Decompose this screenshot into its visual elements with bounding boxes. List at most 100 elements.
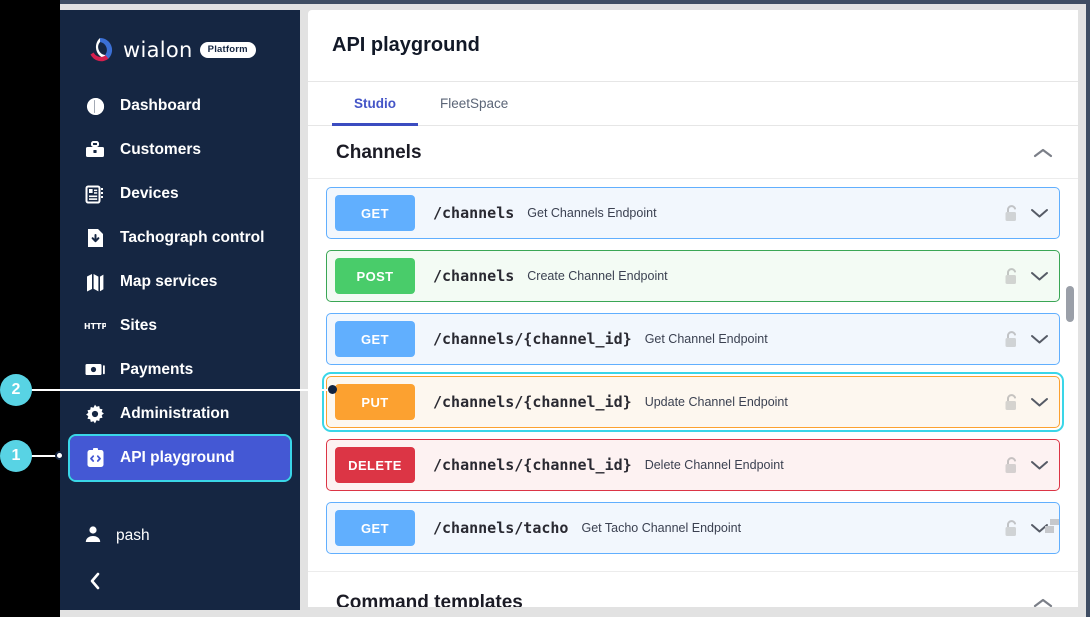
section-header-command-templates[interactable]: Command templates bbox=[308, 571, 1078, 607]
operation-summary: Delete Channel Endpoint bbox=[644, 458, 784, 472]
method-badge: PUT bbox=[335, 384, 415, 420]
unlocked-padlock-icon[interactable] bbox=[1003, 519, 1020, 538]
unlocked-padlock-icon[interactable] bbox=[1003, 393, 1020, 412]
sidebar-user-label: pash bbox=[116, 527, 150, 544]
tab-label: FleetSpace bbox=[440, 96, 509, 111]
sidebar-item-api-playground[interactable]: API playground bbox=[68, 434, 292, 482]
chevron-down-icon[interactable] bbox=[1028, 328, 1050, 350]
chevron-left-icon bbox=[90, 572, 100, 590]
sidebar-item-tachograph-control[interactable]: Tachograph control bbox=[70, 216, 290, 260]
app-logo[interactable]: wialon Platform bbox=[60, 10, 300, 72]
operation-summary: Get Tacho Channel Endpoint bbox=[581, 521, 742, 535]
chevron-down-icon[interactable] bbox=[1028, 202, 1050, 224]
sidebar-nav: Dashboard Customers Devices Tachograph c… bbox=[60, 84, 300, 592]
banknote-icon bbox=[84, 359, 106, 381]
sidebar-item-label: Tachograph control bbox=[120, 229, 265, 246]
operation-path: /channels/{channel_id} bbox=[433, 456, 632, 474]
main-panel: API playground Studio FleetSpace Channel… bbox=[308, 10, 1078, 607]
chevron-up-icon[interactable] bbox=[1030, 140, 1056, 166]
operations-list: GET /channels Get Channels Endpoint POST bbox=[308, 179, 1078, 571]
method-badge: GET bbox=[335, 195, 415, 231]
sidebar-item-label: API playground bbox=[120, 449, 235, 466]
operation-path: /channels/{channel_id} bbox=[433, 393, 632, 411]
file-download-icon bbox=[84, 227, 106, 249]
page-header: API playground bbox=[308, 10, 1078, 82]
tab-label: Studio bbox=[354, 96, 396, 111]
unlocked-padlock-icon[interactable] bbox=[1003, 456, 1020, 475]
operation-row-post-channels[interactable]: POST /channels Create Channel Endpoint bbox=[326, 250, 1060, 302]
sidebar-item-label: Customers bbox=[120, 141, 201, 158]
annotation-endpoint-dot-2 bbox=[328, 385, 337, 394]
annotation-leader-line-2 bbox=[30, 389, 333, 391]
logo-platform-badge: Platform bbox=[199, 42, 256, 58]
sidebar-item-label: Payments bbox=[120, 361, 194, 378]
sidebar-collapse-button[interactable] bbox=[84, 570, 106, 592]
operation-row-put-channel-by-id[interactable]: PUT /channels/{channel_id} Update Channe… bbox=[322, 372, 1064, 432]
tab-bar: Studio FleetSpace bbox=[308, 82, 1078, 126]
sidebar-user[interactable]: pash bbox=[70, 516, 290, 556]
device-list-icon bbox=[84, 183, 106, 205]
user-avatar-icon bbox=[84, 525, 102, 548]
wialon-swirl-logo-icon bbox=[86, 36, 114, 64]
unlocked-padlock-icon[interactable] bbox=[1003, 267, 1020, 286]
dashboard-pie-icon bbox=[84, 95, 106, 117]
section-header-channels[interactable]: Channels bbox=[308, 126, 1078, 179]
operation-summary: Get Channels Endpoint bbox=[527, 206, 657, 220]
tab-studio[interactable]: Studio bbox=[332, 82, 418, 126]
operation-summary: Update Channel Endpoint bbox=[644, 395, 788, 409]
annotation-marker-1: 1 bbox=[0, 440, 32, 472]
sidebar-item-label: Map services bbox=[120, 273, 218, 290]
sidebar-item-customers[interactable]: Customers bbox=[70, 128, 290, 172]
code-clipboard-icon bbox=[84, 447, 106, 469]
annotation-number: 1 bbox=[11, 447, 21, 464]
sidebar: wialon Platform Dashboard Customers bbox=[60, 10, 300, 610]
sidebar-item-label: Dashboard bbox=[120, 97, 201, 114]
sidebar-item-label: Sites bbox=[120, 317, 158, 334]
gear-icon bbox=[84, 403, 106, 425]
section-title: Command templates bbox=[336, 592, 523, 607]
chevron-down-icon[interactable] bbox=[1028, 391, 1050, 413]
briefcase-icon bbox=[84, 139, 106, 161]
section-title: Channels bbox=[336, 142, 422, 163]
tab-fleetspace[interactable]: FleetSpace bbox=[418, 82, 530, 125]
sidebar-item-payments[interactable]: Payments bbox=[70, 348, 290, 392]
operation-path: /channels/{channel_id} bbox=[433, 330, 632, 348]
chevron-down-icon[interactable] bbox=[1028, 454, 1050, 476]
svg-text:HTTP: HTTP bbox=[84, 322, 106, 331]
operation-path: /channels bbox=[433, 204, 515, 222]
method-badge: POST bbox=[335, 258, 415, 294]
method-badge: DELETE bbox=[335, 447, 415, 483]
unlocked-padlock-icon[interactable] bbox=[1003, 204, 1020, 223]
operation-row-get-channel-by-id[interactable]: GET /channels/{channel_id} Get Channel E… bbox=[326, 313, 1060, 365]
chevron-up-icon[interactable] bbox=[1030, 590, 1056, 607]
window-top-strip bbox=[60, 4, 1086, 14]
method-badge: GET bbox=[335, 510, 415, 546]
content-scroll-area[interactable]: Channels GET /channels Get Channels Endp… bbox=[308, 126, 1078, 607]
sidebar-item-administration[interactable]: Administration bbox=[70, 392, 290, 436]
operation-path: /channels bbox=[433, 267, 515, 285]
annotation-leader-line-1 bbox=[30, 455, 58, 457]
resize-grip-icon[interactable] bbox=[1045, 519, 1059, 533]
sidebar-item-sites[interactable]: HTTP Sites bbox=[70, 304, 290, 348]
map-icon bbox=[84, 271, 106, 293]
nav-spacer bbox=[60, 480, 300, 516]
operation-summary: Create Channel Endpoint bbox=[527, 269, 668, 283]
operation-path: /channels/tacho bbox=[433, 519, 569, 537]
sidebar-item-dashboard[interactable]: Dashboard bbox=[70, 84, 290, 128]
operation-row-delete-channel-by-id[interactable]: DELETE /channels/{channel_id} Delete Cha… bbox=[326, 439, 1060, 491]
chevron-down-icon[interactable] bbox=[1028, 265, 1050, 287]
operation-row-get-channels[interactable]: GET /channels Get Channels Endpoint bbox=[326, 187, 1060, 239]
sidebar-item-map-services[interactable]: Map services bbox=[70, 260, 290, 304]
operation-row-get-channels-tacho[interactable]: GET /channels/tacho Get Tacho Channel En… bbox=[326, 502, 1060, 554]
sidebar-item-devices[interactable]: Devices bbox=[70, 172, 290, 216]
method-badge: GET bbox=[335, 321, 415, 357]
vertical-scrollbar-thumb[interactable] bbox=[1066, 286, 1074, 322]
sidebar-item-label: Devices bbox=[120, 185, 179, 202]
annotation-endpoint-dot-1 bbox=[55, 451, 64, 460]
chevron-down-icon[interactable] bbox=[1028, 517, 1050, 539]
annotation-number: 2 bbox=[11, 381, 21, 398]
operation-summary: Get Channel Endpoint bbox=[644, 332, 768, 346]
annotation-marker-2: 2 bbox=[0, 374, 32, 406]
unlocked-padlock-icon[interactable] bbox=[1003, 330, 1020, 349]
http-text-icon: HTTP bbox=[84, 315, 106, 337]
